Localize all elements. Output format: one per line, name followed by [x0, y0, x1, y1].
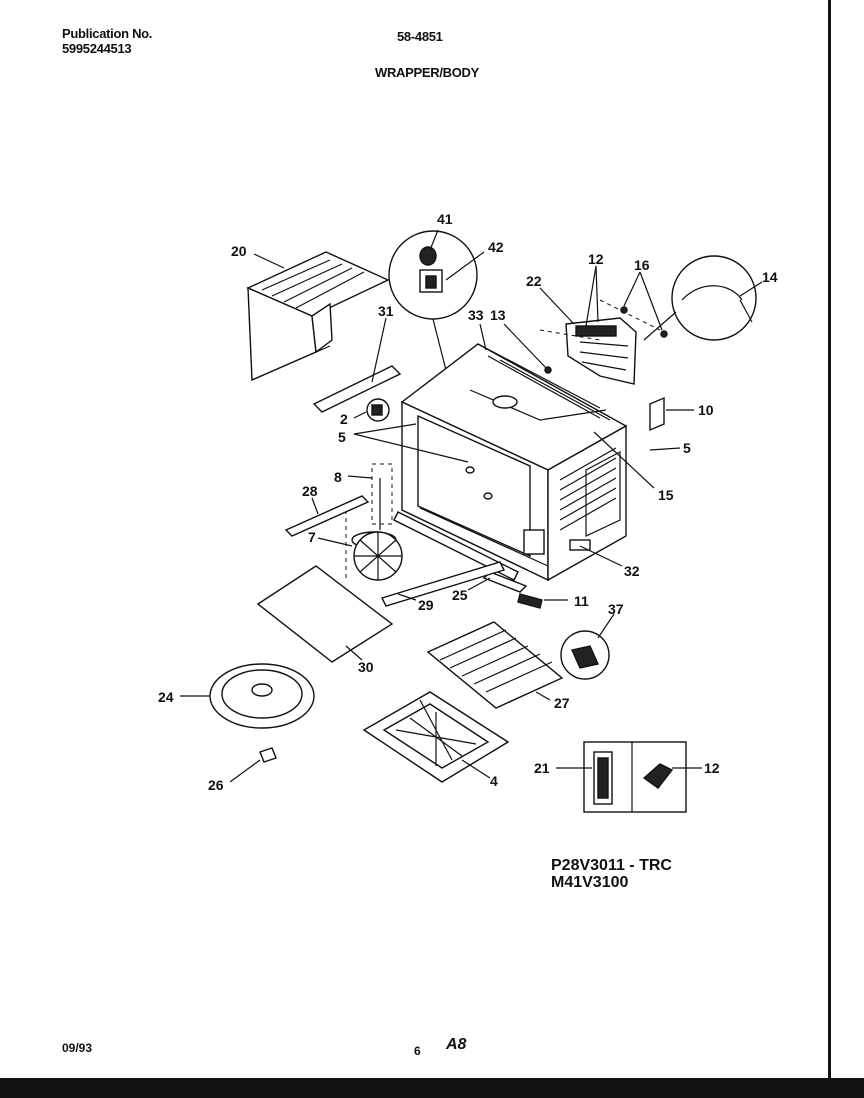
footer-mark: A8 — [446, 1036, 467, 1053]
part-26-foot — [259, 747, 277, 763]
oven-body-wrapper — [400, 343, 628, 582]
publication-label: Publication No. — [62, 26, 153, 41]
callout-29: 29 — [418, 597, 434, 613]
callout-16: 16 — [634, 257, 650, 273]
part-24-turntable — [209, 663, 315, 729]
callout-5-left: 5 — [338, 429, 346, 445]
document-code: 58-4851 — [397, 29, 443, 44]
part-30-plate — [256, 565, 394, 663]
detail-circle-14 — [643, 255, 757, 341]
footer-page-number: 6 — [414, 1044, 421, 1058]
footer-date: 09/93 — [62, 1041, 93, 1055]
callout-33: 33 — [468, 307, 484, 323]
callout-15: 15 — [658, 487, 674, 503]
callout-32: 32 — [624, 563, 640, 579]
callout-12-top: 12 — [588, 251, 604, 267]
callout-20: 20 — [231, 243, 247, 259]
model-numbers: P28V3011 - TRC M41V3100 — [551, 857, 672, 891]
callout-12-inset: 12 — [704, 760, 720, 776]
callout-24: 24 — [158, 689, 174, 705]
callout-5-right: 5 — [683, 440, 691, 456]
part-10-tab — [649, 396, 665, 432]
part-7-8-stirrer — [345, 463, 403, 581]
detail-circle-41-42 — [388, 230, 478, 466]
leader-lines — [180, 229, 763, 783]
part-25-base-rail — [393, 511, 528, 593]
callout-2: 2 — [340, 411, 348, 427]
scan-edge-right — [828, 0, 831, 1080]
part-31-rail — [312, 365, 402, 413]
part-20-wrapper-panel — [246, 251, 390, 382]
callout-8: 8 — [334, 469, 342, 485]
part-4-tray — [362, 691, 510, 783]
part-29-rail — [381, 561, 505, 607]
callout-21: 21 — [534, 760, 550, 776]
callout-42: 42 — [488, 239, 504, 255]
callout-41: 41 — [437, 211, 453, 227]
callout-26: 26 — [208, 777, 224, 793]
model-number-1: P28V3011 - TRC — [551, 857, 672, 874]
scan-edge-bottom — [0, 1078, 864, 1098]
callout-4: 4 — [490, 773, 498, 789]
callout-37: 37 — [608, 601, 624, 617]
callout-13: 13 — [490, 307, 506, 323]
part-28-rod — [284, 495, 370, 537]
callout-11: 11 — [574, 593, 589, 609]
callout-14: 14 — [762, 269, 778, 285]
callout-10: 10 — [698, 402, 714, 418]
callout-labels: 41 42 20 12 16 14 22 33 13 31 10 2 5 5 8… — [158, 211, 778, 793]
callout-25: 25 — [452, 587, 468, 603]
section-title: WRAPPER/BODY — [375, 65, 480, 80]
model-number-2: M41V3100 — [551, 874, 628, 891]
part-22-control-bracket — [539, 299, 668, 385]
part-11-connector — [517, 593, 543, 609]
detail-circle-37 — [560, 630, 610, 680]
callout-7: 7 — [308, 529, 316, 545]
callout-22: 22 — [526, 273, 542, 289]
part-2-clip — [366, 398, 390, 422]
inset-box-21-12 — [583, 741, 687, 813]
part-27-rack — [426, 621, 564, 709]
publication-number: 5995244513 — [62, 41, 132, 56]
callout-27: 27 — [554, 695, 570, 711]
callout-31: 31 — [378, 303, 394, 319]
callout-28: 28 — [302, 483, 318, 499]
callout-30: 30 — [358, 659, 374, 675]
